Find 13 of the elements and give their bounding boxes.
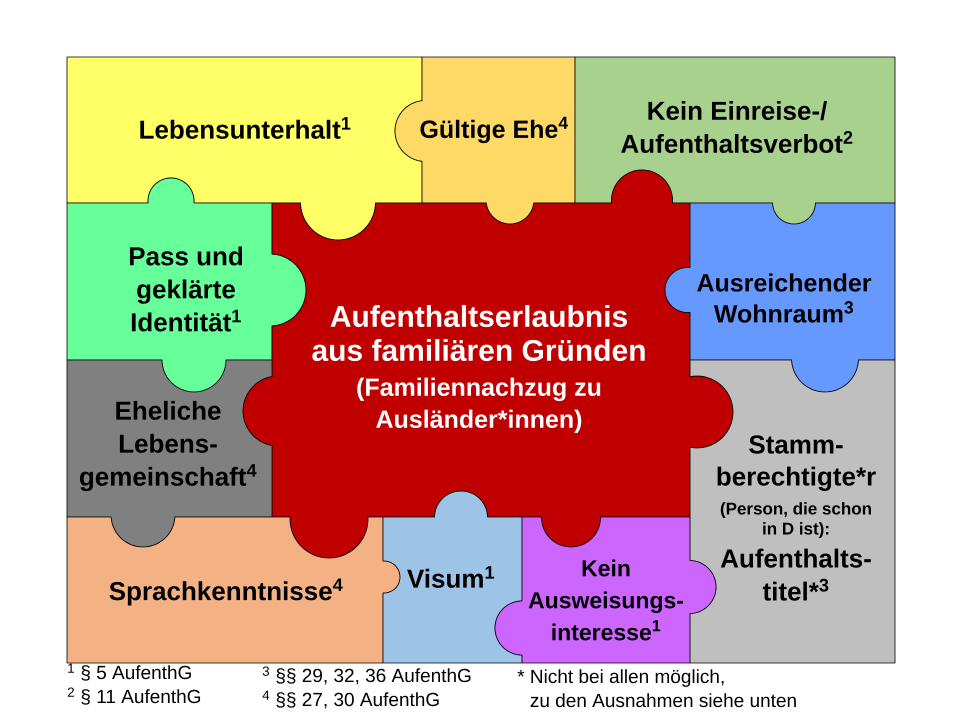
puzzle-piece: Kein Ausweisungs- interesse$^{1}$ (494, 516, 716, 664)
puzzle-piece: Eheliche Lebens- gemeinschaft$^{4}$ (66, 360, 272, 548)
puzzle-piece: Stamm- berechtigte*r (Person, die schon in D ist): Aufenthalts- titel*$^{3}$ (690, 360, 896, 664)
footnote: $^{4}$ §§ 27, 30 AufenthG (262, 690, 439, 708)
footnote: $^{2}$ § 11 AufenthG (68, 687, 200, 705)
puzzle-piece: Visum$^{1}$ (382, 490, 522, 664)
puzzle-piece: Sprachkenntnisse$^{4}$ (66, 516, 400, 664)
puzzle-piece: Pass und geklärte Identität$^{1}$ (66, 178, 306, 392)
footnote: * Nicht bei allen möglich, zu den Ausnahmen siehe unten (518, 669, 796, 708)
puzzle-piece: Gültige Ehe$^{4}$ (394, 56, 576, 224)
puzzle-piece: Ausreichender Wohnraum$^{3}$ (664, 202, 896, 392)
footnote: $^{3}$ §§ 29, 32, 36 AufenthG (262, 666, 470, 684)
puzzle-piece: Kein Einreise-/ Aufenthaltsverbot$^{2}$ (574, 56, 896, 224)
